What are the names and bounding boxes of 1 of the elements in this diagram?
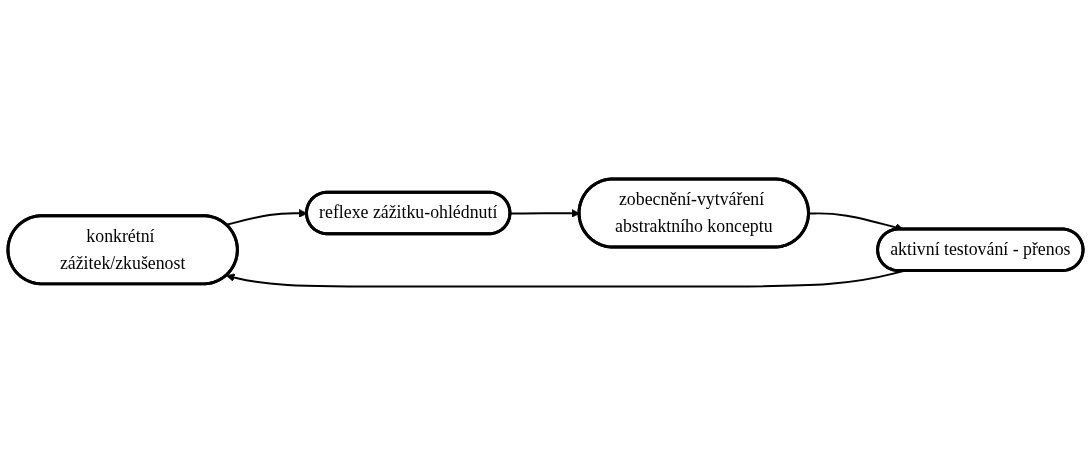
arrow (509, 208, 580, 218)
